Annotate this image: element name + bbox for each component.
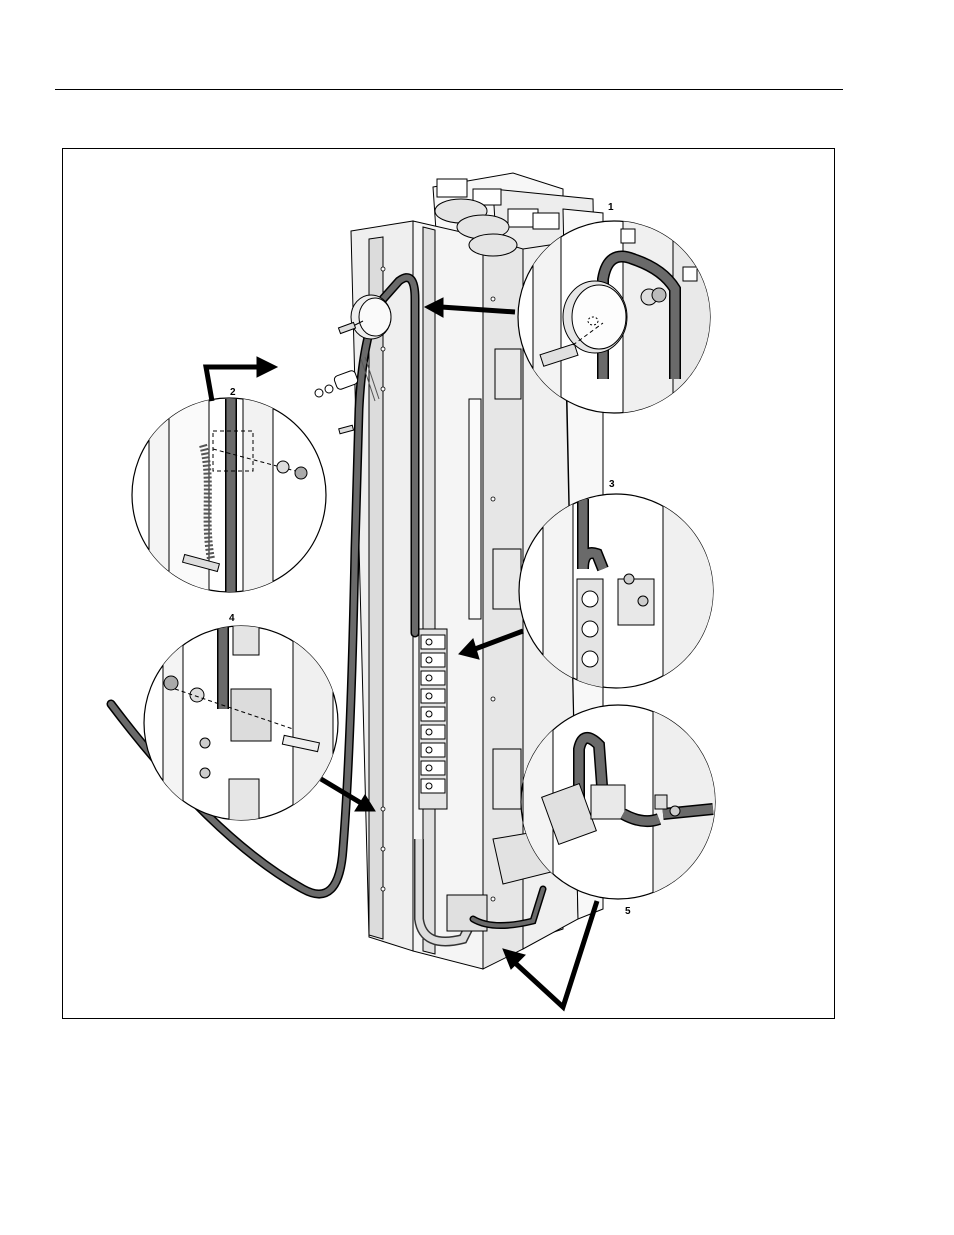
callout-5: 5 [625, 906, 631, 917]
callout-2: 2 [230, 387, 236, 398]
callout-3: 3 [609, 479, 615, 490]
callout-4: 4 [229, 613, 235, 624]
callout-1: 1 [608, 202, 614, 213]
detail-circle-4 [144, 619, 338, 829]
header-rule [55, 89, 843, 90]
exploded-view-illustration: 1 2 3 [63, 149, 836, 1020]
detail-circle-2 [132, 389, 326, 609]
mast-pulley [338, 295, 391, 339]
figure-frame: 1 2 3 [62, 148, 835, 1019]
